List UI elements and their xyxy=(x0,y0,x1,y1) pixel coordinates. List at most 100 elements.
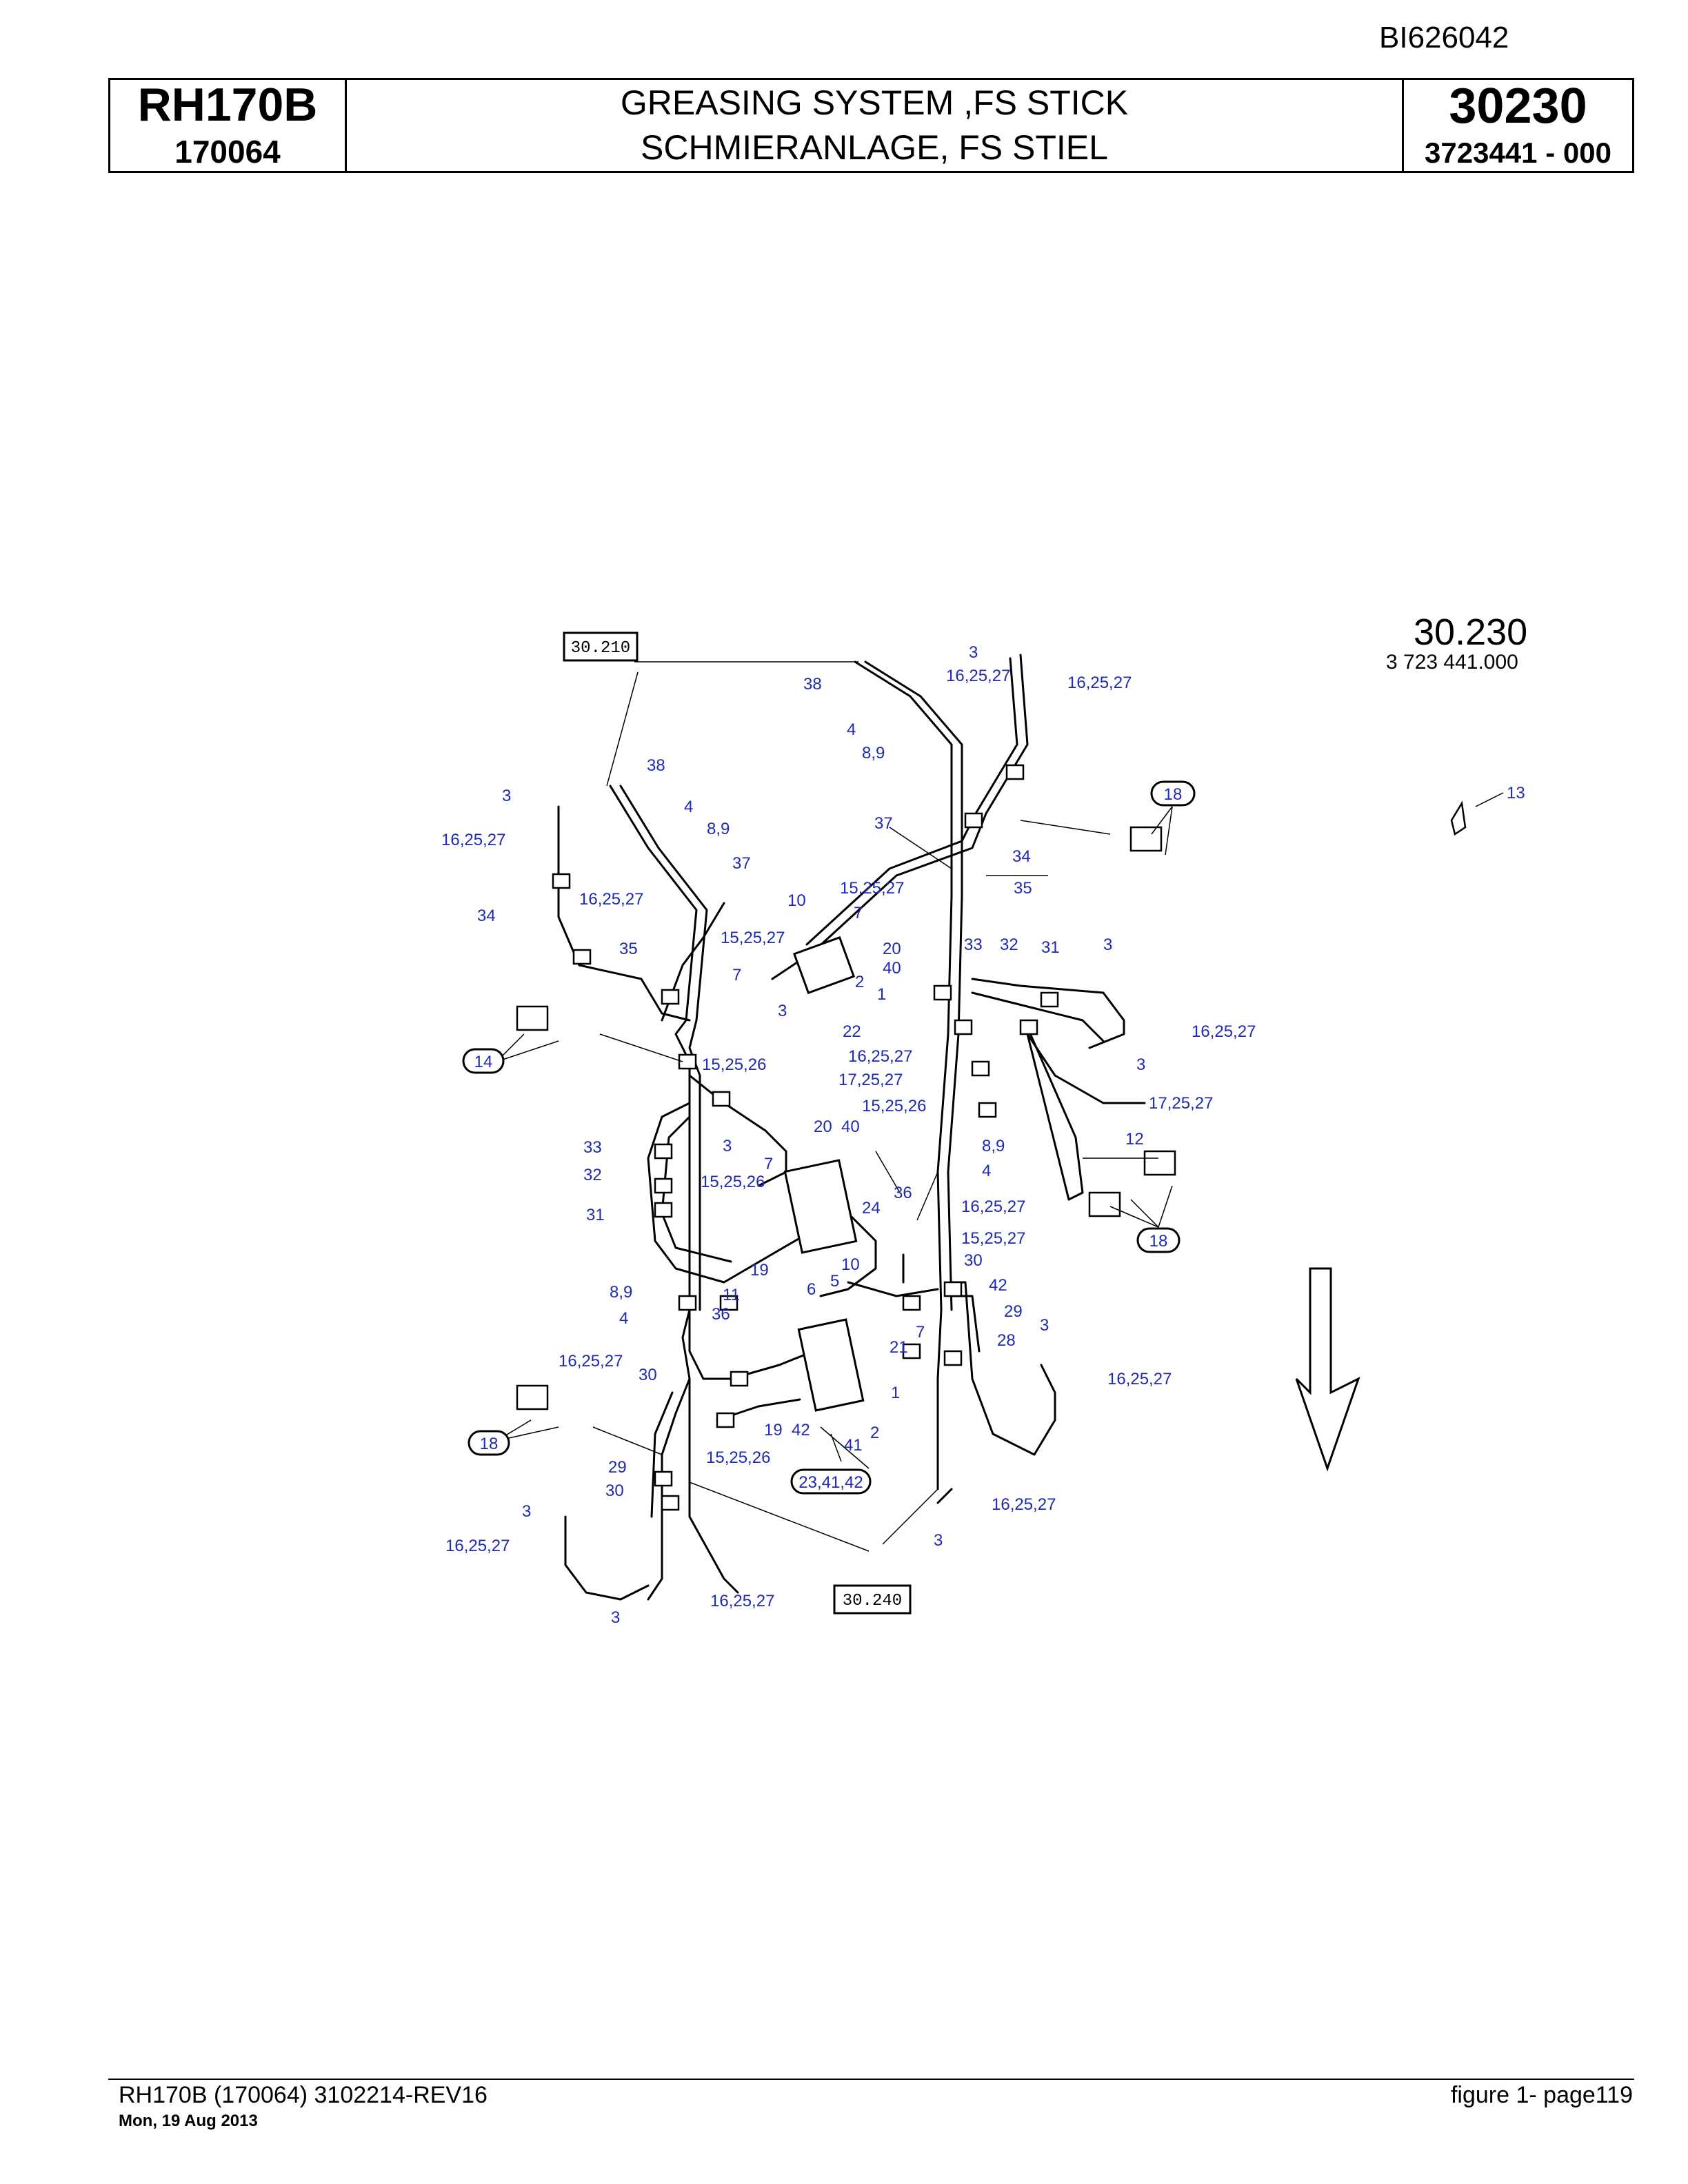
item-label: 30 xyxy=(964,1251,983,1270)
item-label: 4 xyxy=(847,720,856,739)
item-label: 35 xyxy=(1014,879,1032,898)
footer-document-ref: RH170B (170064) 3102214-REV16 xyxy=(119,2082,488,2108)
item-label: 34 xyxy=(477,907,496,925)
clamps xyxy=(516,764,1176,1511)
item-label: 10 xyxy=(841,1255,860,1274)
item-label: 15,25,26 xyxy=(862,1097,926,1115)
item-label: 3 xyxy=(1136,1055,1145,1074)
callout-18-right: 18 xyxy=(1149,1232,1168,1251)
reference-30-210[interactable]: 30.210 xyxy=(571,639,630,658)
reference-30-240[interactable]: 30.240 xyxy=(843,1592,902,1610)
item-label: 31 xyxy=(586,1206,605,1224)
item-label: 16,25,27 xyxy=(946,667,1010,685)
callout-bubbles xyxy=(462,780,1196,1495)
item-label: 31 xyxy=(1041,938,1060,957)
item-label: 2 xyxy=(855,973,864,991)
item-label: 41 xyxy=(844,1436,863,1455)
item-label: 42 xyxy=(989,1276,1007,1295)
item-label: 12 xyxy=(1125,1130,1144,1149)
item-label: 4 xyxy=(619,1309,628,1328)
item-label: 3 xyxy=(522,1502,531,1521)
item-label: 10 xyxy=(787,891,806,910)
leader-lines xyxy=(496,661,1504,1552)
item-label: 3 xyxy=(611,1608,620,1627)
item-label: 15,25,27 xyxy=(961,1229,1025,1248)
title-cell: GREASING SYSTEM ,FS STICK SCHMIERANLAGE,… xyxy=(345,80,1402,171)
document-id: BI626042 xyxy=(1379,21,1509,54)
direction-arrow xyxy=(1295,1267,1360,1472)
reference-30-240-box xyxy=(833,1584,912,1615)
title-german: SCHMIERANLAGE, FS STIEL xyxy=(641,128,1108,167)
item-label: 8,9 xyxy=(862,744,885,762)
item-label: 21 xyxy=(890,1338,908,1357)
item-label: 29 xyxy=(608,1458,627,1477)
item-label: 37 xyxy=(874,814,893,833)
item-label: 15,25,26 xyxy=(702,1055,766,1074)
item-label: 4 xyxy=(982,1162,991,1180)
serial-number: 170064 xyxy=(174,133,281,170)
item-label: 3 xyxy=(502,787,511,805)
item-label: 16,25,27 xyxy=(848,1047,912,1066)
item-label: 34 xyxy=(1012,847,1031,866)
item-label: 1 xyxy=(891,1384,900,1402)
group-cell: 30230 3723441 - 000 xyxy=(1402,80,1632,171)
group-number: 30230 xyxy=(1449,79,1587,134)
model-cell: RH170B 170064 xyxy=(110,80,345,171)
item-label: 32 xyxy=(1000,936,1018,954)
item-labels: 3 16,25,27 16,25,27 38 4 8,9 38 4 8,9 3 … xyxy=(441,643,1525,1627)
part-reference: 3723441 - 000 xyxy=(1425,136,1611,169)
item-label: 8,9 xyxy=(982,1137,1005,1155)
item-label: 11 xyxy=(723,1286,740,1304)
item-label: 16,25,27 xyxy=(1067,674,1132,692)
item-label: 16,25,27 xyxy=(559,1352,623,1371)
item-label: 3 xyxy=(1103,936,1112,954)
item-label: 16,25,27 xyxy=(1107,1370,1172,1388)
item-label: 15,25,27 xyxy=(840,879,904,898)
item-label: 3 xyxy=(723,1137,732,1155)
title-english: GREASING SYSTEM ,FS STICK xyxy=(620,83,1129,122)
item-label: 7 xyxy=(732,966,741,984)
item-label: 16,25,27 xyxy=(579,890,643,909)
item-label: 19 xyxy=(764,1421,783,1439)
item-label: 3 xyxy=(969,643,978,662)
item-label: 17,25,27 xyxy=(838,1071,903,1089)
item-label: 38 xyxy=(647,756,665,775)
item-label: 16,25,27 xyxy=(961,1197,1025,1216)
callout-18-bottom: 18 xyxy=(480,1435,499,1453)
item-label: 16,25,27 xyxy=(1192,1022,1256,1041)
item-label: 29 xyxy=(1004,1302,1023,1321)
callout-18-top: 18 xyxy=(1164,785,1183,804)
item-label: 37 xyxy=(732,854,751,873)
item-label: 5 xyxy=(830,1272,839,1291)
item-label: 17,25,27 xyxy=(1149,1094,1213,1113)
item-label: 22 xyxy=(843,1022,861,1041)
item-label: 15,25,26 xyxy=(701,1173,765,1191)
callout-23-41-42: 23,41,42 xyxy=(798,1473,863,1492)
item-label: 7 xyxy=(916,1323,925,1342)
item-label: 8,9 xyxy=(610,1283,632,1302)
item-label: 40 xyxy=(883,959,901,978)
item-label: 24 xyxy=(862,1199,881,1217)
item-label: 35 xyxy=(619,940,638,958)
item-label: 16,25,27 xyxy=(445,1537,510,1555)
item-label: 33 xyxy=(964,936,983,954)
footer-divider xyxy=(108,2079,1634,2080)
item-label: 6 xyxy=(807,1280,816,1299)
item-label: 7 xyxy=(854,904,863,922)
item-label: 38 xyxy=(803,675,822,694)
drawing-group-label: 30.230 xyxy=(1414,611,1527,653)
item-label: 40 xyxy=(841,1118,860,1136)
item-label: 3 xyxy=(1040,1316,1049,1335)
item-label: 42 xyxy=(792,1421,810,1439)
item-label: 2 xyxy=(870,1424,879,1442)
item-label: 15,25,27 xyxy=(721,929,785,947)
item-label: 36 xyxy=(712,1305,730,1324)
item-label: 16,25,27 xyxy=(710,1592,774,1610)
footer-date: Mon, 19 Aug 2013 xyxy=(119,2112,258,2130)
item-label: 3 xyxy=(778,1002,787,1020)
item-label: 33 xyxy=(583,1138,602,1157)
model-name: RH170B xyxy=(137,78,318,131)
footer-page-number: figure 1- page119 xyxy=(1450,2082,1633,2108)
item-label: 20 xyxy=(883,940,901,958)
lubrication-nipple-13 xyxy=(1450,800,1467,836)
